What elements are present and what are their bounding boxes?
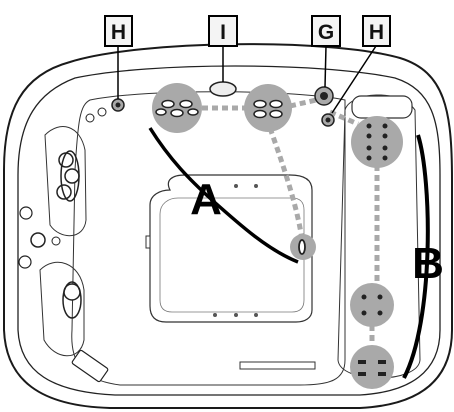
left-jet-2 — [64, 168, 80, 184]
leader-h-right — [331, 45, 377, 114]
spa-outer-shell — [3, 43, 453, 409]
left-jet-3 — [56, 184, 72, 200]
jet-side-footwell — [290, 234, 316, 260]
top-left-button-2 — [97, 107, 107, 117]
zone-b-bracket — [402, 134, 430, 379]
callout-h-right: H — [362, 15, 391, 47]
footwell-mark-5 — [254, 313, 258, 317]
filter-cover — [209, 81, 237, 97]
footwell-mark-2 — [254, 184, 258, 188]
callout-i: I — [208, 15, 238, 47]
control-panel — [71, 349, 109, 383]
jet-group-b-top — [351, 116, 403, 168]
jet-group-top-right — [244, 84, 292, 132]
left-control-3 — [18, 255, 32, 269]
svg-text:H: H — [369, 21, 384, 44]
jet-group-top-left — [152, 83, 202, 133]
footwell-mark-4 — [234, 313, 238, 317]
zone-b-label: B — [412, 239, 444, 288]
callout-g: G — [311, 15, 341, 47]
control-h-left-dot — [115, 102, 121, 108]
control-g-dot — [320, 92, 328, 100]
control-h-right-dot — [325, 117, 331, 123]
left-control-4 — [51, 236, 61, 246]
footwell-mark-1 — [234, 184, 238, 188]
left-control-2 — [30, 232, 46, 248]
footwell-side-mark — [145, 235, 151, 249]
jet-group-b-bottom — [350, 345, 394, 389]
connector-top-to-side-jet — [267, 127, 305, 241]
step-plate — [239, 361, 316, 370]
zone-a-label: A — [190, 175, 222, 224]
connector-g-to-b — [329, 109, 359, 127]
connector-top-to-g — [289, 97, 317, 109]
callout-h-left: H — [104, 15, 133, 47]
left-jet-1 — [58, 152, 74, 168]
top-left-button-1 — [85, 113, 95, 123]
leader-g — [324, 45, 327, 88]
zone-a-line — [148, 127, 299, 264]
headrest-pillow — [351, 95, 413, 119]
footwell-mark-3 — [213, 313, 217, 317]
spa-inner-rim — [17, 65, 441, 396]
left-wall-jets — [60, 150, 82, 319]
jet-group-b-middle — [350, 283, 394, 327]
svg-text:H: H — [111, 21, 126, 44]
left-seat-contour-2 — [39, 261, 85, 357]
svg-text:I: I — [220, 21, 226, 44]
left-seat-contour — [44, 126, 87, 237]
connector-lines — [202, 97, 380, 345]
left-control-1 — [19, 206, 33, 220]
svg-text:G: G — [318, 21, 334, 44]
footwell-inner — [159, 197, 305, 313]
